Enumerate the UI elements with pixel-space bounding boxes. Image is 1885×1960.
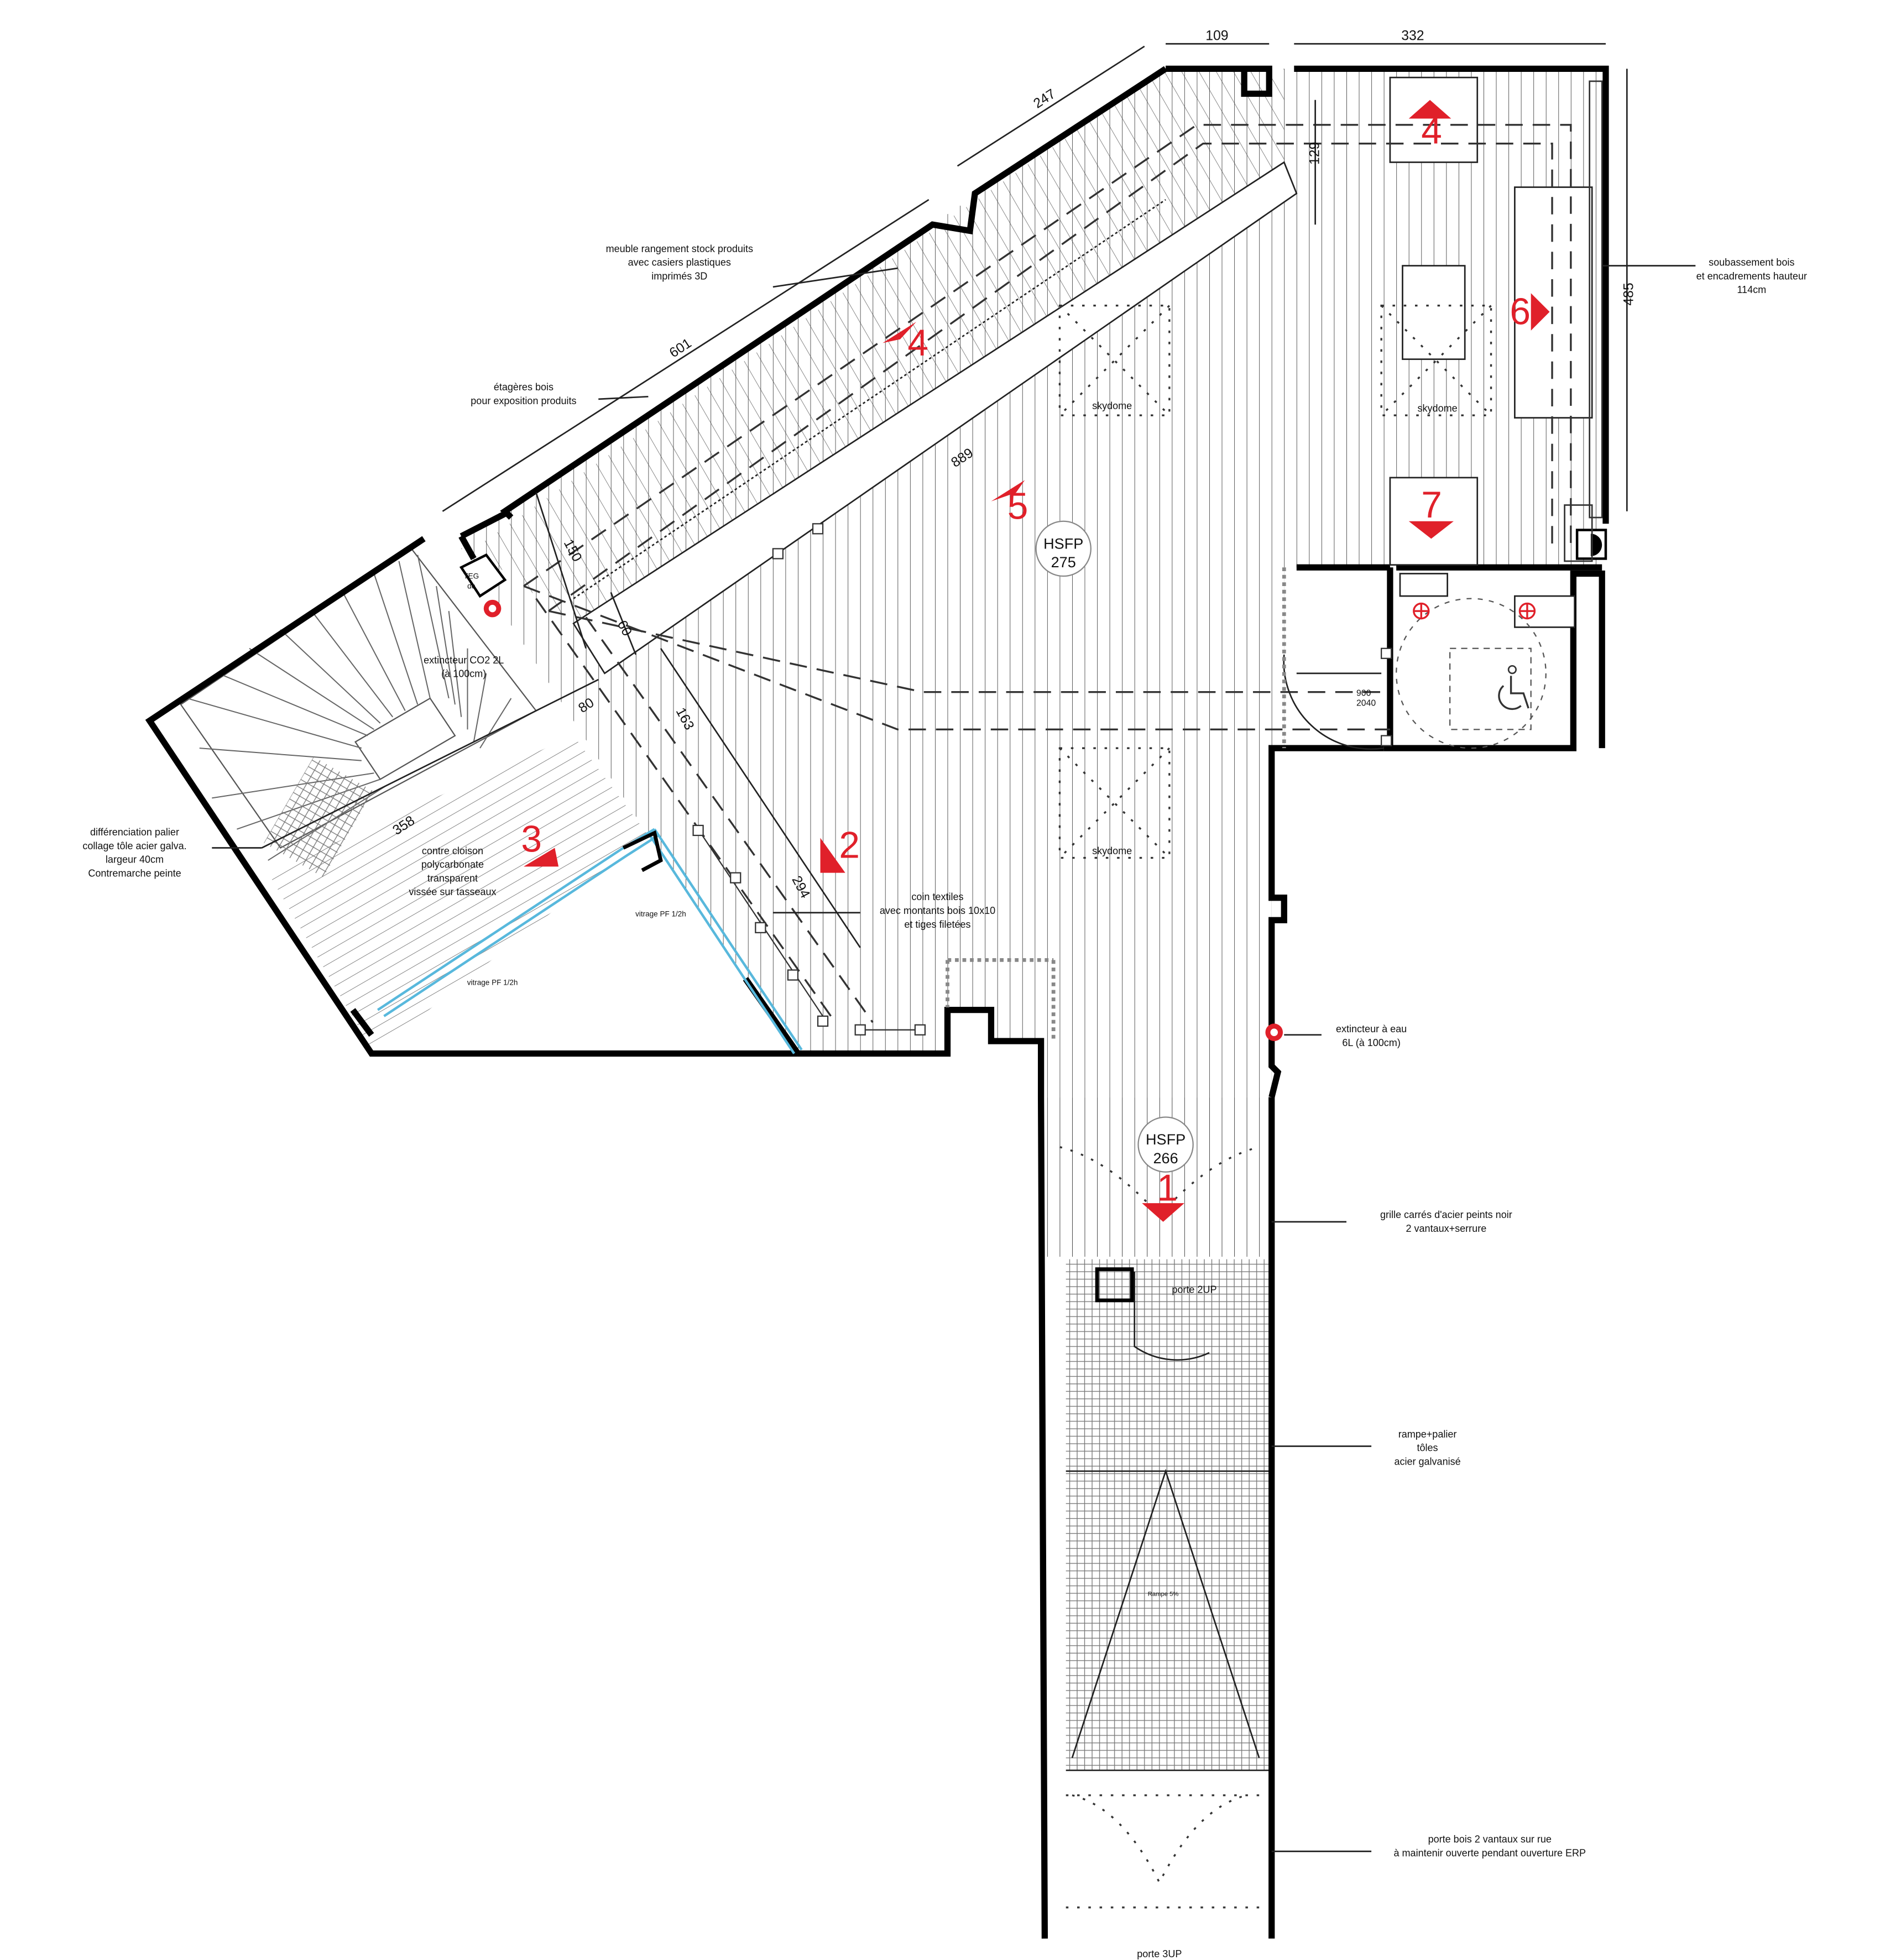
dim-109: 109 <box>1205 29 1228 44</box>
view-number-7: 7 <box>1421 484 1442 526</box>
view-marker-7-icon <box>1408 521 1454 539</box>
svg-text:et encadrements hauteur: et encadrements hauteur <box>1696 270 1807 281</box>
svg-text:grille carrés d'acier peints n: grille carrés d'acier peints noir <box>1380 1209 1512 1220</box>
svg-text:avec montants bois 10x10: avec montants bois 10x10 <box>880 905 995 916</box>
view-number-5: 5 <box>1007 485 1028 527</box>
hsfp-main-label: HSFP <box>1043 535 1083 552</box>
annotation-porte-3up: porte 3UP <box>1137 1948 1182 1959</box>
teg-box <box>459 553 507 598</box>
view-marker-5-icon <box>991 480 1025 501</box>
annotation-extincteur-eau: extincteur à eau 6L (à 100cm) <box>1336 1023 1407 1048</box>
hsfp-entry-value: 266 <box>1153 1150 1178 1167</box>
svg-text:rampe+palier: rampe+palier <box>1398 1429 1457 1440</box>
dim-2040: 2040 <box>1356 698 1376 708</box>
svg-text:tôles: tôles <box>1417 1442 1438 1454</box>
svg-text:imprimés 3D: imprimés 3D <box>651 270 707 281</box>
teg-sublabel: dc <box>467 582 476 590</box>
skydomes <box>1058 305 1492 859</box>
svg-text:extincteur CO2 2L: extincteur CO2 2L <box>424 655 504 666</box>
overhead-dashed <box>523 124 1572 1023</box>
view-marker-4b-icon <box>1408 100 1451 119</box>
svg-text:et tiges filetées: et tiges filetées <box>904 919 970 930</box>
annotation-meuble: meuble rangement stock produits avec cas… <box>606 243 753 282</box>
annotation-rampe-palier: rampe+palier tôles acier galvanisé <box>1394 1429 1460 1467</box>
annotation-extincteur-co2: extincteur CO2 2L (à 100cm) <box>424 655 504 680</box>
extinguisher-water-icon <box>1265 1023 1283 1041</box>
annotation-porte-2up: porte 2UP <box>1172 1284 1216 1295</box>
dim-332: 332 <box>1401 29 1424 44</box>
annotation-grille: grille carrés d'acier peints noir 2 vant… <box>1380 1209 1512 1234</box>
view-number-2: 2 <box>839 825 860 866</box>
svg-text:largeur 40cm: largeur 40cm <box>106 854 164 865</box>
furniture <box>572 76 1603 749</box>
walls <box>145 65 1609 1939</box>
dim-900: 900 <box>1356 688 1371 698</box>
annotation-differenciation: différenciation palier collage tôle acie… <box>82 827 186 879</box>
svg-text:contre cloison: contre cloison <box>422 845 483 856</box>
glazing <box>377 828 803 1054</box>
annotation-rampe-5: Rampe 5% <box>1148 1591 1179 1597</box>
svg-text:étagères bois: étagères bois <box>494 381 554 393</box>
skydome-label-1: skydome <box>1092 400 1132 411</box>
annotation-coin-textiles: coin textiles avec montants bois 10x10 e… <box>880 891 995 930</box>
svg-text:Contremarche peinte: Contremarche peinte <box>88 867 181 879</box>
leader-lines <box>212 265 1696 1852</box>
view-number-3: 3 <box>521 818 542 860</box>
wheelchair-icon <box>1498 665 1529 710</box>
dim-601: 601 <box>667 336 694 360</box>
annotation-vitrage-1: vitrage PF 1/2h <box>635 910 686 918</box>
svg-text:acier galvanisé: acier galvanisé <box>1394 1456 1460 1467</box>
view-marker-1-icon <box>1142 1203 1184 1222</box>
extinguisher-co2-icon <box>483 599 502 618</box>
dimension-lines <box>261 43 1628 948</box>
door-swings <box>946 567 1392 1909</box>
skydome-label-2: skydome <box>1418 403 1458 414</box>
floor-hatching <box>268 69 1602 1257</box>
textile-posts <box>692 523 926 1036</box>
svg-text:à maintenir ouverte pendant ou: à maintenir ouverte pendant ouverture ER… <box>1394 1848 1586 1859</box>
annotation-porte-bois: porte bois 2 vantaux sur rue à maintenir… <box>1394 1834 1586 1859</box>
view-number-4b: 4 <box>1421 111 1442 152</box>
svg-text:114cm: 114cm <box>1737 284 1766 295</box>
annotation-etageres: étagères bois pour exposition produits <box>471 381 576 406</box>
emergency-light-icon <box>1413 602 1536 620</box>
svg-text:meuble rangement stock produit: meuble rangement stock produits <box>606 243 753 254</box>
svg-text:6L (à 100cm): 6L (à 100cm) <box>1342 1037 1400 1048</box>
svg-text:polycarbonate: polycarbonate <box>421 859 484 870</box>
svg-text:différenciation palier: différenciation palier <box>90 827 179 838</box>
svg-text:collage tôle acier galva.: collage tôle acier galva. <box>82 840 186 851</box>
dim-129: 129 <box>1307 142 1322 165</box>
annotation-contre-cloison: contre cloison polycarbonate transparent… <box>409 845 496 897</box>
svg-text:porte bois 2 vantaux sur rue: porte bois 2 vantaux sur rue <box>1428 1834 1552 1845</box>
teg-label: TEG <box>463 572 479 581</box>
svg-text:extincteur à eau: extincteur à eau <box>1336 1023 1407 1034</box>
view-number-6: 6 <box>1510 291 1531 333</box>
hsfp-circle-main <box>1035 520 1092 577</box>
staircase <box>149 539 574 877</box>
skydome-label-3: skydome <box>1092 845 1132 856</box>
view-number-1: 1 <box>1157 1168 1178 1209</box>
svg-text:2 vantaux+serrure: 2 vantaux+serrure <box>1406 1223 1487 1234</box>
svg-text:coin textiles: coin textiles <box>911 891 963 902</box>
hsfp-circle-entry <box>1137 1116 1194 1173</box>
dim-247: 247 <box>1031 86 1058 111</box>
view-marker-3-icon <box>523 848 559 867</box>
svg-text:vissée sur tasseaux: vissée sur tasseaux <box>409 886 496 897</box>
annotation-soubassement: soubassement bois et encadrements hauteu… <box>1696 257 1807 296</box>
svg-text:pour exposition produits: pour exposition produits <box>471 395 576 406</box>
annotation-vitrage-2: vitrage PF 1/2h <box>467 979 518 987</box>
hsfp-entry-label: HSFP <box>1146 1131 1186 1148</box>
ramp-arrow <box>1066 1468 1272 1771</box>
dim-485: 485 <box>1622 283 1637 305</box>
view-number-4a: 4 <box>907 322 928 364</box>
view-marker-6-icon <box>1531 293 1550 331</box>
svg-text:avec casiers plastiques: avec casiers plastiques <box>628 257 731 268</box>
svg-text:(à 100cm): (à 100cm) <box>441 668 486 680</box>
ramp-grid <box>1066 1259 1272 1770</box>
svg-text:transparent: transparent <box>427 872 478 884</box>
hsfp-main-value: 275 <box>1051 554 1076 571</box>
svg-text:soubassement bois: soubassement bois <box>1709 257 1794 268</box>
